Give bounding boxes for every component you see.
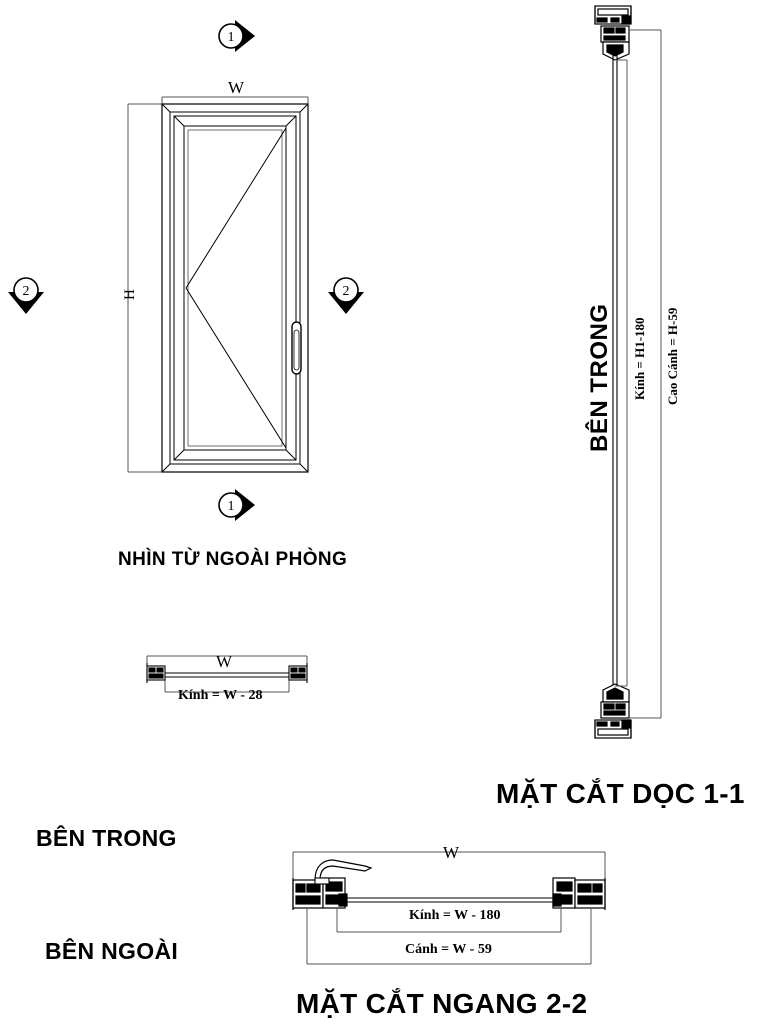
marker-number: 2 [23,284,30,299]
vertical-section-title: MẶT CẮT DỌC 1-1 [496,778,745,809]
horizontal-section-glass-label: Kính = W - 180 [409,908,501,923]
section-marker-1-top[interactable]: 1 [205,16,265,56]
vertical-section-drawing [585,2,705,747]
marker-number: 2 [343,284,350,299]
horizontal-section-sash-label: Cánh = W - 59 [405,942,492,957]
detail-head-width-label: W [216,652,233,671]
window-elevation [100,82,340,502]
horizontal-section-outside-label: BÊN NGOÀI [45,938,179,964]
elevation-caption: NHÌN TỪ NGOÀI PHÒNG [118,549,348,570]
section-marker-1-bottom[interactable]: 1 [205,485,265,525]
section-marker-2-left[interactable]: 2 [2,272,50,320]
vertical-section-glass-label: Kính = H1-180 [632,317,647,400]
elevation-height-label: H [122,289,138,300]
horizontal-section-inside-label: BÊN TRONG [36,825,177,851]
section-marker-2-right[interactable]: 2 [322,272,370,320]
horizontal-section-drawing [285,840,615,972]
elevation-width-label: W [228,78,245,97]
detail-head-section [135,648,320,714]
marker-number: 1 [228,499,235,514]
detail-head-glass-label: Kính = W - 28 [178,688,263,703]
horizontal-section-width-label: W [443,843,460,862]
horizontal-section-title: MẶT CẮT NGANG 2-2 [296,988,588,1019]
vertical-section-sash-label: Cao Cánh = H-59 [665,307,680,405]
vertical-section-inside-label: BÊN TRONG [586,303,613,453]
marker-number: 1 [228,30,235,45]
